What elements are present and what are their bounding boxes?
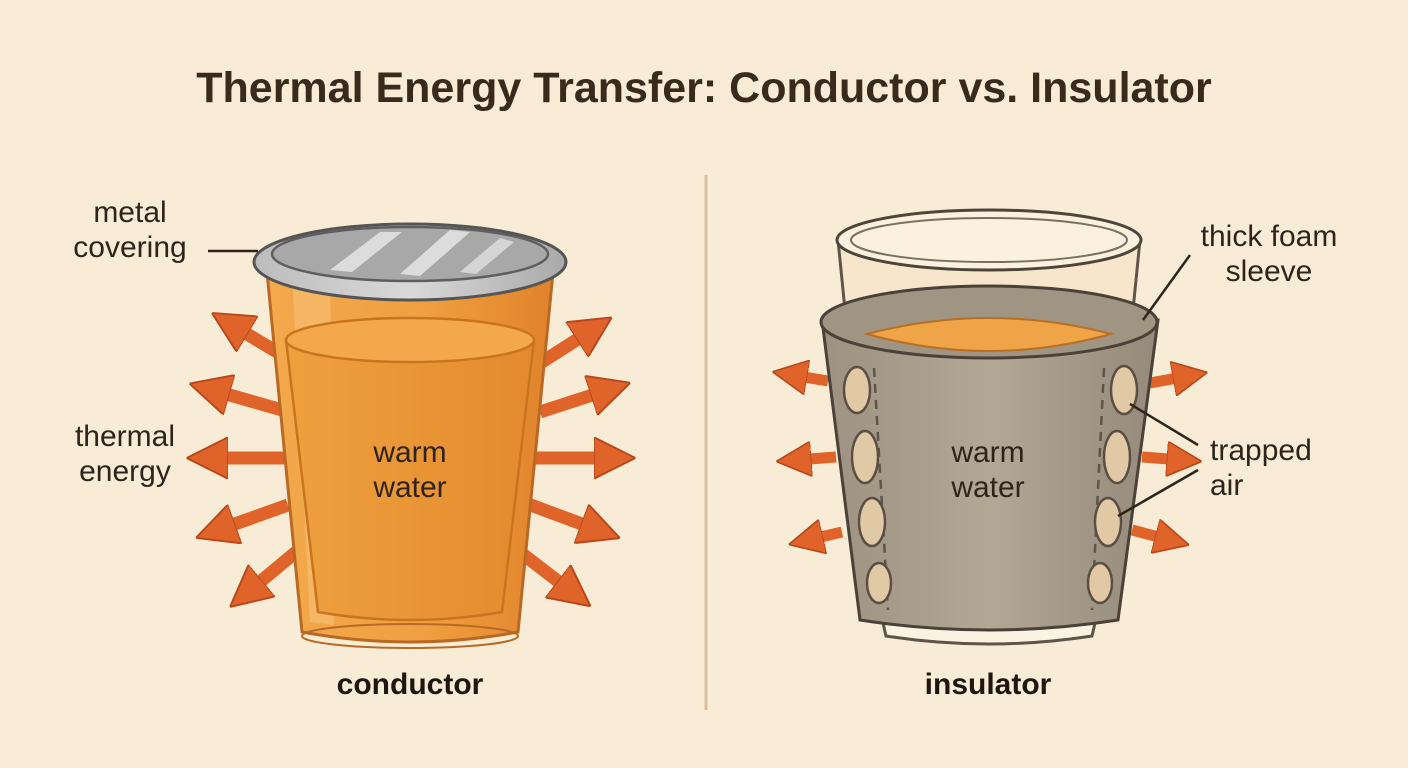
thick-foam-sleeve-label: thick foam sleeve [1200, 220, 1338, 288]
air-pocket [865, 561, 893, 605]
insulator-water-label: warm water [951, 436, 1025, 504]
heat-arrow [1141, 457, 1182, 460]
air-pocket [857, 496, 887, 548]
conductor-cup [264, 260, 556, 649]
heat-arrow [537, 390, 608, 419]
air-pocket [1086, 561, 1114, 605]
heat-arrow [525, 497, 598, 530]
conductor-caption: conductor [336, 668, 484, 701]
air-pocket [1102, 429, 1132, 485]
air-leader-line [1129, 402, 1199, 447]
heat-arrow [1149, 376, 1188, 383]
heat-arrow [212, 390, 284, 417]
air-pocket [1109, 364, 1139, 416]
thermal-energy-label: thermal energy [74, 420, 176, 488]
warm-water [863, 317, 1115, 352]
warm-water [284, 338, 536, 622]
insulator-heat-arrows [792, 375, 1188, 540]
heat-arrow [218, 498, 291, 530]
heat-arrow [792, 375, 829, 381]
heat-arrow [1130, 530, 1170, 540]
page-title: Thermal Energy Transfer: Conductor vs. I… [196, 64, 1212, 112]
trapped-air-label: trapped air [1210, 434, 1312, 502]
air-pocket [1093, 496, 1123, 548]
metal-lid [252, 222, 568, 302]
insulator-caption: insulator [924, 668, 1052, 701]
foam-sleeve [819, 284, 1160, 632]
air-pocket [842, 365, 872, 415]
metal-covering-label: metal covering [73, 196, 187, 264]
sleeve-leader-line [1141, 254, 1192, 321]
conductor-water-label: warm water [373, 436, 447, 504]
air-pocket [850, 429, 880, 485]
air-leader-line [1117, 468, 1199, 518]
heat-arrow [796, 457, 837, 460]
heat-arrow [538, 330, 592, 368]
trapped-air-pockets [842, 364, 1139, 605]
heat-arrow [808, 532, 844, 540]
heat-arrow [516, 546, 572, 592]
heat-arrow [248, 547, 301, 592]
